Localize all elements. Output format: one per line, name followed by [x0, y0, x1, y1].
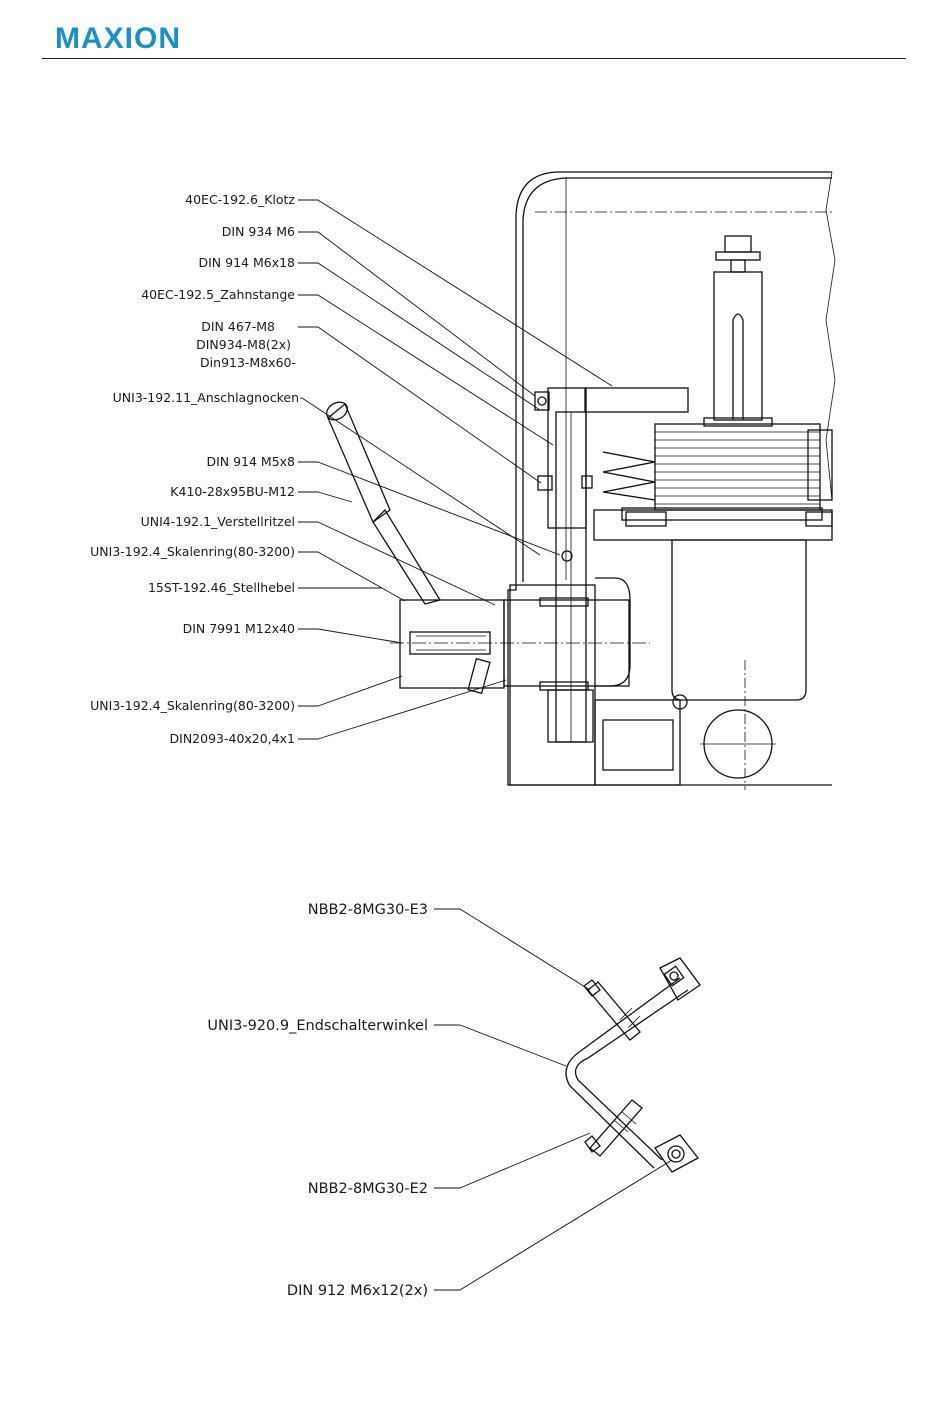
label-stellhebel: 15ST-192.46_Stellhebel	[148, 580, 295, 595]
label-din934-m8: DIN934-M8(2x)	[196, 337, 291, 352]
label-din934-m6: DIN 934 M6	[222, 224, 295, 239]
header-divider	[42, 58, 906, 59]
label-k410: K410-28x95BU-M12	[170, 484, 295, 499]
label-din7991: DIN 7991 M12x40	[183, 621, 295, 636]
label-klotz: 40EC-192.6_Klotz	[185, 192, 295, 207]
label-din912: DIN 912 M6x12(2x)	[287, 1283, 428, 1299]
label-zahnstange: 40EC-192.5_Zahnstange	[141, 287, 295, 302]
label-skalenring-1: UNI3-192.4_Skalenring(80-3200)	[90, 544, 295, 559]
bottom-labels: NBB2-8MG30-E3 UNI3-920.9_Endschalterwink…	[207, 902, 673, 1299]
label-din913-m8x60: Din913-M8x60-	[200, 355, 296, 370]
label-nbb2-e3: NBB2-8MG30-E3	[308, 902, 428, 918]
maxion-logo: MAXION	[55, 22, 181, 55]
label-anschlagnocken: UNI3-192.11_Anschlagnocken	[113, 390, 299, 405]
top-labels: 40EC-192.6_Klotz DIN 934 M6 DIN 914 M6x1…	[90, 192, 613, 746]
top-assembly-drawing	[326, 171, 836, 790]
label-din467-m8: DIN 467-M8	[201, 319, 275, 334]
label-skalenring-2: UNI3-192.4_Skalenring(80-3200)	[90, 698, 295, 713]
label-din2093: DIN2093-40x20,4x1	[170, 731, 295, 746]
label-nbb2-e2: NBB2-8MG30-E2	[308, 1181, 428, 1197]
pulley-grooves	[655, 431, 820, 505]
bottom-assembly-drawing	[565, 957, 701, 1173]
label-din914-m6x18: DIN 914 M6x18	[198, 255, 295, 270]
label-verstellritzel: UNI4-192.1_Verstellritzel	[141, 514, 295, 529]
label-din914-m5x8: DIN 914 M5x8	[206, 454, 295, 469]
label-endschalterwinkel: UNI3-920.9_Endschalterwinkel	[207, 1018, 428, 1034]
